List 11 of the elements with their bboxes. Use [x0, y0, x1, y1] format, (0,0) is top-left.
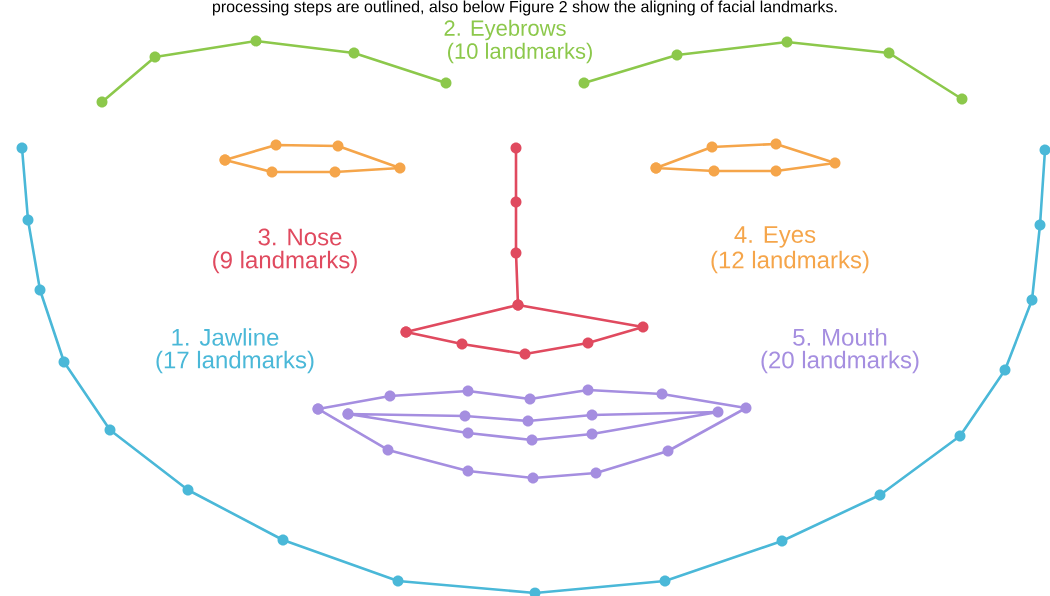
group-label: 5. Mouth — [793, 328, 887, 346]
group-label: (12 landmarks) — [711, 250, 869, 274]
group-label: (20 landmarks) — [761, 350, 919, 374]
group-label: 3. Nose — [258, 228, 342, 246]
group-label: 2. Eyebrows — [444, 19, 566, 41]
group-label: 1. Jawline — [172, 328, 279, 346]
group-label: 4. Eyes — [734, 226, 816, 248]
group-label: (9 landmarks) — [213, 250, 357, 274]
group-label: (10 landmarks) — [448, 42, 592, 64]
group-label: (17 landmarks) — [156, 350, 314, 374]
caption-text: processing steps are outlined, also below Figure 2 show the aligning of facial landmarks. — [213, 0, 837, 16]
